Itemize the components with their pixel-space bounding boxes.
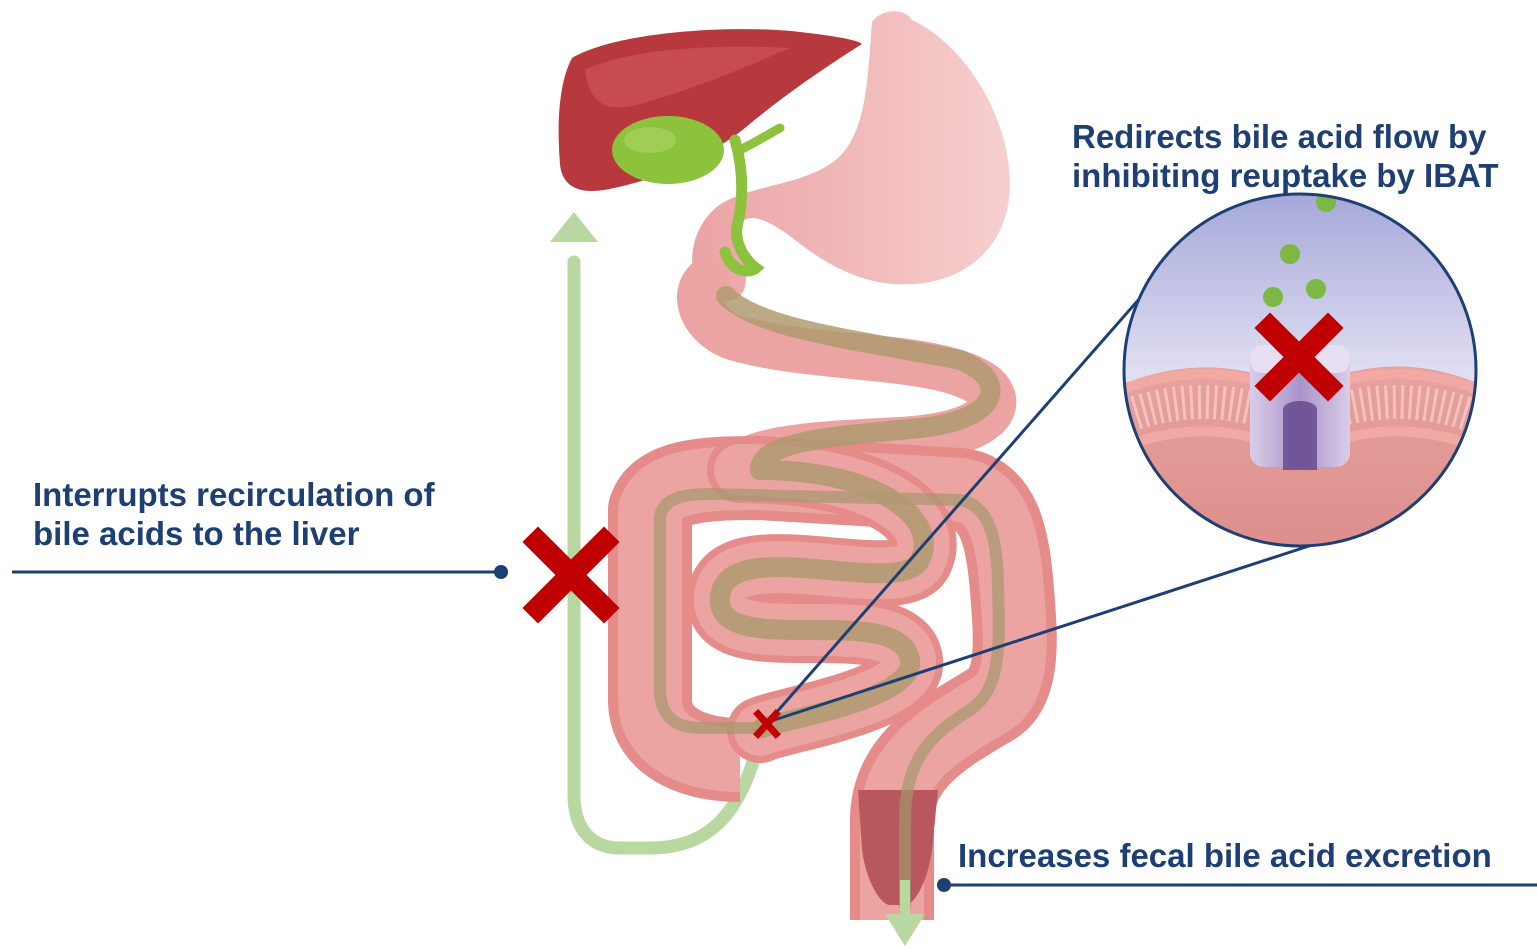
ibat-callout-line1: Redirects bile acid flow by bbox=[1072, 117, 1499, 156]
ibat-callout: Redirects bile acid flow by inhibiting r… bbox=[1072, 117, 1499, 195]
recirculation-arrowhead bbox=[550, 212, 598, 242]
fecal-callout-line1: Increases fecal bile acid excretion bbox=[958, 836, 1492, 875]
recirculation-leader-dot bbox=[494, 565, 508, 579]
recirculation-callout-line1: Interrupts recirculation of bbox=[33, 475, 435, 514]
fecal-leader-dot bbox=[937, 878, 951, 892]
ibat-inset bbox=[1120, 190, 1480, 550]
fecal-excretion-callout: Increases fecal bile acid excretion bbox=[958, 836, 1492, 875]
recirculation-callout: Interrupts recirculation of bile acids t… bbox=[33, 475, 435, 553]
recirculation-callout-line2: bile acids to the liver bbox=[33, 514, 435, 553]
ibat-callout-line2: inhibiting reuptake by IBAT bbox=[1072, 156, 1499, 195]
